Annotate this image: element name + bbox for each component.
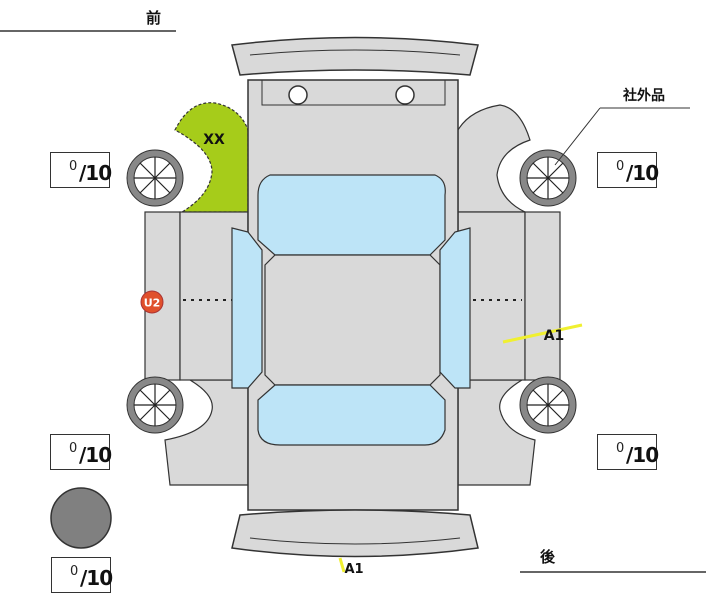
u2-badge-label: U2 [144, 297, 161, 310]
scratch-mark [502, 323, 583, 344]
score-denom: /10 [79, 443, 112, 467]
rear-window[interactable] [257, 384, 446, 446]
rear-door-mark-label: A1 [544, 328, 565, 344]
rear-bumper-mark-label: A1 [344, 562, 363, 577]
score-value: 0 [616, 159, 625, 174]
left-side-window[interactable] [231, 227, 263, 389]
front-right-fender[interactable] [457, 104, 531, 213]
spare-tire[interactable] [50, 487, 112, 549]
front-left-fender[interactable] [174, 102, 249, 213]
right-side-window[interactable] [439, 227, 471, 389]
score-denom: /10 [79, 161, 112, 185]
rear-label: 後 [540, 548, 556, 566]
wheel-rear-right[interactable] [519, 376, 577, 434]
fender-mark-label: XX [203, 132, 225, 148]
score-front-right: 0/10 [597, 152, 659, 188]
left-headlight [288, 85, 308, 105]
windshield[interactable] [257, 174, 446, 256]
wheel-front-left[interactable] [126, 149, 184, 207]
rear-right-fender[interactable] [457, 379, 536, 486]
u2-badge [140, 290, 164, 314]
score-value: 0 [616, 441, 625, 456]
rear-left-fender[interactable] [164, 379, 249, 486]
wheel-rear-left[interactable] [126, 376, 184, 434]
right-rocker[interactable] [524, 211, 561, 381]
aftermarket-label: 社外品 [623, 88, 665, 104]
rear-bumper[interactable] [231, 509, 479, 558]
score-denom: /10 [80, 566, 113, 590]
right-headlight [395, 85, 415, 105]
wheel-front-right[interactable] [519, 149, 577, 207]
score-front-left: 0/10 [50, 152, 112, 188]
front-bumper[interactable] [231, 36, 479, 76]
score-value: 0 [70, 564, 79, 579]
score-denom: /10 [626, 161, 659, 185]
roof[interactable] [264, 254, 441, 386]
score-rear-left: 0/10 [50, 434, 112, 470]
front-label: 前 [146, 9, 162, 27]
score-spare: 0/10 [51, 557, 113, 593]
score-value: 0 [69, 159, 78, 174]
score-value: 0 [69, 441, 78, 456]
score-denom: /10 [626, 443, 659, 467]
score-rear-right: 0/10 [597, 434, 659, 470]
scratch-mark [338, 557, 346, 573]
